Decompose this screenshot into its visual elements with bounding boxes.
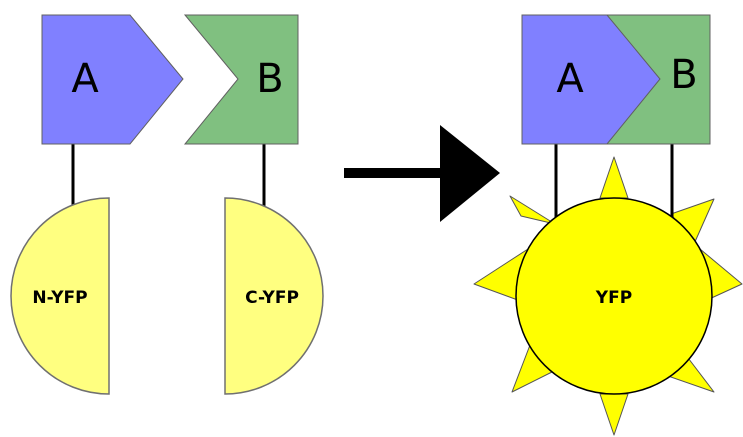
protein-a-shape [41,14,184,145]
protein-b-shape [183,14,299,145]
yfp-complex [515,197,713,395]
c-yfp-fragment [224,197,324,395]
protein-a-shape [521,14,661,145]
n-yfp-label: N-YFP [32,288,87,308]
protein-b-label: B [670,52,697,98]
c-yfp-label: C-YFP [245,288,299,308]
yfp-label: YFP [595,288,632,308]
left-panel: A B N-YFP C-YFP [10,14,324,395]
protein-a-label: A [71,56,99,102]
right-panel: YFP A B [473,14,743,436]
n-yfp-fragment [10,197,110,395]
protein-a-label: A [556,56,584,102]
protein-b-label: B [256,56,283,102]
right-arrow-icon [344,125,500,222]
